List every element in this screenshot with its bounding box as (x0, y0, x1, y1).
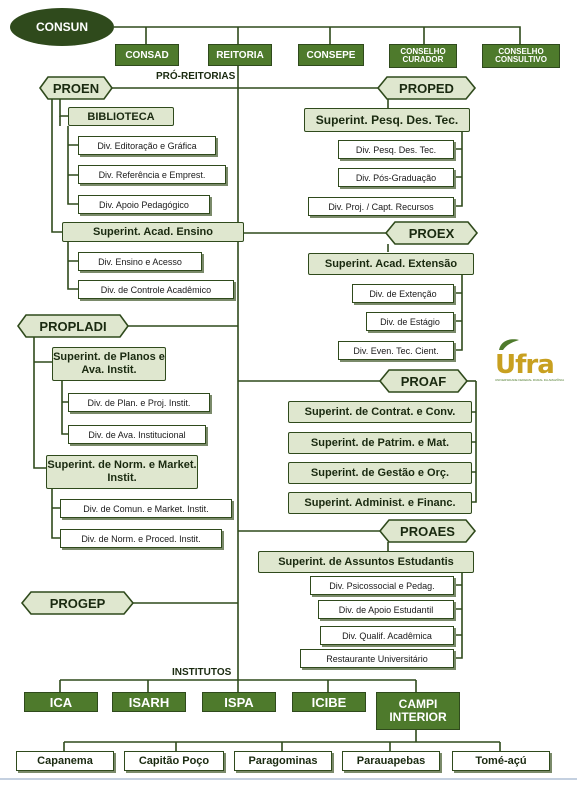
consun-label: CONSUN (35, 20, 88, 34)
logo-subtitle: UNIVERSIDADE FEDERAL RURAL DA AMAZÔNIA (495, 378, 565, 382)
leaf-icon (499, 339, 519, 350)
proen-biblioteca-div: Div. Apoio Pedagógico (78, 195, 210, 214)
progep-title: PROGEP (49, 595, 106, 611)
propladi-div: Div. de Norm. e Proced. Instit. (60, 529, 222, 548)
pro-reitorias-label: PRÓ-REITORIAS (156, 71, 236, 82)
propladi-superint-norm: Superint. de Norm. e Market. Instit. (46, 455, 198, 489)
institutos-label: INSTITUTOS (172, 667, 232, 678)
proen-superint: Superint. Acad. Ensino (62, 222, 244, 242)
council-curador: CONSELHO CURADOR (389, 44, 457, 68)
council-consultivo: CONSELHO CONSULTIVO (482, 44, 560, 68)
instituto-campi-interior: CAMPI INTERIOR (376, 692, 460, 730)
propladi-superint-planos: Superint. de Planos e Ava. Instit. (52, 347, 166, 381)
campus-paragominas: Paragominas (234, 751, 332, 771)
proped-div: Div. Proj. / Capt. Recursos (308, 197, 454, 216)
propladi-div: Div. de Comun. e Market. Instit. (60, 499, 232, 518)
campus-parauapebas: Parauapebas (342, 751, 440, 771)
proen-superint-div: Div. de Controle Acadêmico (78, 280, 234, 299)
council-consad: CONSAD (115, 44, 179, 66)
proex-div: Div. de Estágio (366, 312, 454, 331)
proex-superint: Superint. Acad. Extensão (308, 253, 474, 275)
proaes-shape (378, 519, 477, 543)
proen-biblioteca-div: Div. Editoração e Gráfica (78, 136, 216, 155)
consun-shape (10, 8, 114, 46)
proex-div: Div. Even. Tec. Cient. (338, 341, 454, 360)
proex-div: Div. de Extenção (352, 284, 454, 303)
proped-div: Div. Pesq. Des. Tec. (338, 140, 454, 159)
instituto-icibe: ICIBE (292, 692, 366, 712)
proen-biblioteca-div: Div. Referência e Emprest. (78, 165, 226, 184)
instituto-isarh: ISARH (112, 692, 186, 712)
proaf-superint: Superint. de Gestão e Orç. (288, 462, 472, 484)
proen-biblioteca: BIBLIOTECA (68, 107, 174, 126)
proaf-superint: Superint. de Contrat. e Conv. (288, 401, 472, 423)
campus-capitao-poco: Capitão Poço (124, 751, 224, 771)
proaes-div: Div. Psicossocial e Pedag. (310, 576, 454, 595)
proped-shape (376, 76, 477, 100)
campus-tome-acu: Tomé-açú (452, 751, 550, 771)
proen-title: PROEN (52, 80, 100, 96)
proaf-superint: Superint. Administ. e Financ. (288, 492, 472, 514)
council-consepe: CONSEPE (298, 44, 364, 66)
proaes-superint: Superint. de Assuntos Estudantis (258, 551, 474, 573)
proaes-title: PROAES (400, 523, 455, 539)
instituto-ispa: ISPA (202, 692, 276, 712)
instituto-ica: ICA (24, 692, 98, 712)
proaes-div: Div. de Apoio Estudantil (318, 600, 454, 619)
proaf-superint: Superint. de Patrim. e Mat. (288, 432, 472, 454)
proaf-title: PROAF (400, 373, 447, 389)
proaes-div: Restaurante Universitário (300, 649, 454, 668)
proped-div: Div. Pós-Graduação (338, 168, 454, 187)
proex-shape (384, 221, 479, 245)
proped-superint: Superint. Pesq. Des. Tec. (304, 108, 470, 132)
propladi-div: Div. de Plan. e Proj. Instit. (68, 393, 210, 412)
proped-title: PROPED (399, 80, 454, 96)
propladi-div: Div. de Ava. Institucional (68, 425, 206, 444)
campus-capanema: Capanema (16, 751, 114, 771)
proaes-div: Div. Qualif. Acadêmica (320, 626, 454, 645)
proen-superint-div: Div. Ensino e Acesso (78, 252, 202, 271)
council-reitoria: REITORIA (208, 44, 272, 66)
logo-text: Ufra (495, 350, 555, 380)
proex-title: PROEX (408, 225, 455, 241)
ufra-logo: Ufra UNIVERSIDADE FEDERAL RURAL DA AMAZÔ… (495, 338, 567, 386)
propladi-title: PROPLADI (39, 318, 107, 334)
